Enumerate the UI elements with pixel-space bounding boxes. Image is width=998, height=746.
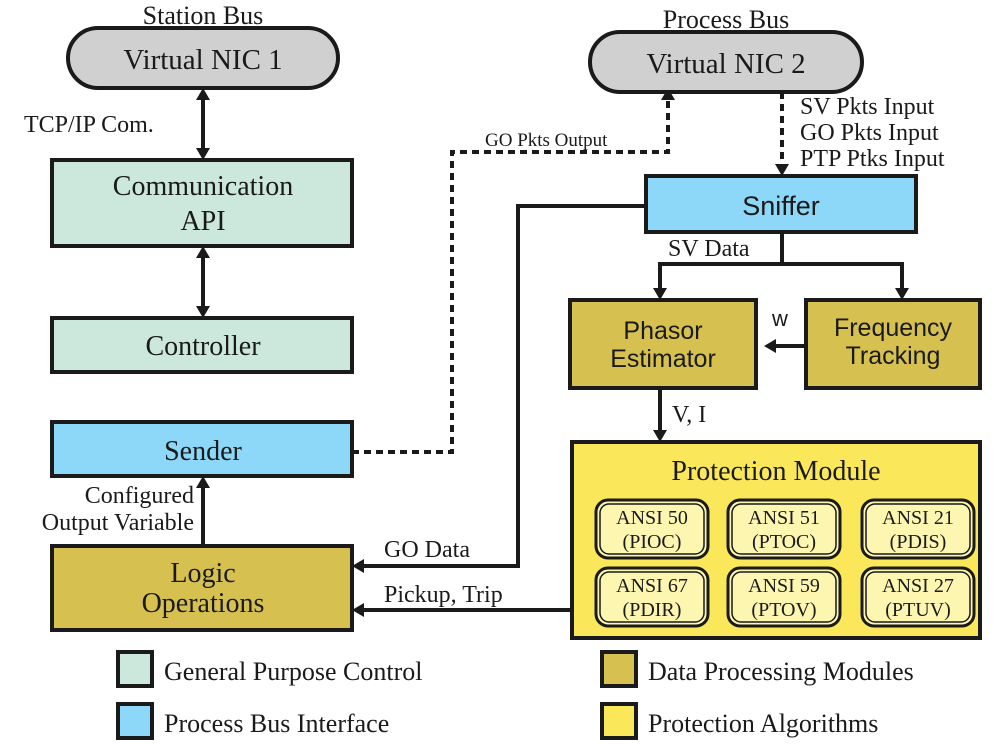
station-bus-header: Station Bus (143, 1, 264, 30)
virtual-nic-1-label: Virtual NIC 1 (123, 44, 282, 76)
connections (196, 88, 909, 617)
sv-data-label: SV Data (668, 236, 750, 262)
arrowhead-down-frequency (895, 288, 909, 300)
virtual-nic-2: Virtual NIC 2 (588, 30, 864, 94)
legend-swatch (116, 650, 154, 688)
go-data-link (362, 204, 646, 568)
protection-function-ansi-21: ANSI 21(PDIS) (860, 498, 976, 560)
legend: General Purpose Control Data Processing … (116, 650, 914, 740)
arrowhead-down-protection (653, 430, 667, 442)
protection-function-ansi-51: ANSI 51(PTOC) (726, 498, 842, 560)
arrowhead-down-sniffer (775, 164, 789, 176)
protection-function-ansi-59: ANSI 59(PTOV) (726, 566, 842, 628)
ansi-code-label: ANSI 21 (882, 507, 954, 529)
communication-api-block: Communication API (50, 158, 354, 248)
arrowhead-down-phasor (653, 288, 667, 300)
logical-node-label: (PTUV) (885, 599, 951, 621)
logical-node-label: (PIOC) (623, 531, 682, 553)
legend-label: Process Bus Interface (164, 709, 389, 738)
w-label: w (771, 306, 788, 331)
legend-swatch (600, 650, 638, 688)
protection-module-block: Protection Module ANSI 50(PIOC)ANSI 51(P… (570, 440, 982, 640)
arrowhead-down-controller (196, 306, 210, 318)
go-pkts-output-label: GO Pkts Output (485, 130, 608, 151)
sniffer-label: Sniffer (742, 191, 820, 221)
phasor-estimator-block: Phasor Estimator (568, 298, 758, 390)
go-data-label: GO Data (384, 537, 470, 563)
protection-function-ansi-50: ANSI 50(PIOC) (594, 498, 710, 560)
legend-label: Protection Algorithms (648, 709, 878, 738)
logic-operations-label-line1: Logic (170, 558, 235, 589)
sv-pkts-input-label: SV Pkts Input (800, 94, 935, 120)
go-pkts-output-link (352, 98, 670, 454)
legend-item-general-purpose-control: General Purpose Control (116, 650, 423, 688)
frequency-tracking-label-line1: Frequency (834, 314, 953, 342)
controller-block: Controller (50, 316, 354, 374)
phasor-estimator-label-line2: Estimator (610, 345, 716, 373)
arrowhead-up-nic1 (196, 88, 210, 100)
communication-api-label-line1: Communication (113, 171, 293, 202)
legend-swatch (116, 702, 154, 740)
legend-item-process-bus-interface: Process Bus Interface (116, 702, 389, 740)
frequency-tracking-block: Frequency Tracking (804, 298, 982, 390)
controller-label: Controller (145, 331, 261, 362)
sv-data-link-frequency (782, 262, 904, 290)
arrowhead-down-comm-api (196, 148, 210, 160)
configured-label-line2: Output Variable (42, 510, 194, 536)
configured-label-line1: Configured (85, 483, 194, 509)
pickup-trip-label: Pickup, Trip (384, 582, 503, 608)
logic-operations-block: Logic Operations (50, 544, 354, 632)
protection-function-ansi-27: ANSI 27(PTUV) (860, 566, 976, 628)
ansi-code-label: ANSI 59 (748, 575, 820, 597)
ptp-pkts-input-label: PTP Ptks Input (800, 146, 945, 172)
ansi-code-label: ANSI 51 (748, 507, 820, 529)
frequency-tracking-label-line2: Tracking (846, 342, 941, 370)
arrowhead-up-comm-api (196, 246, 210, 258)
virtual-nic-2-label: Virtual NIC 2 (646, 48, 805, 80)
protection-module-title: Protection Module (671, 456, 880, 487)
logic-operations-label-line2: Operations (142, 588, 265, 619)
vi-label: V, I (672, 402, 706, 428)
legend-label: Data Processing Modules (648, 657, 914, 686)
process-bus-header: Process Bus (663, 5, 789, 34)
sender-block: Sender (50, 420, 354, 478)
legend-item-data-processing-modules: Data Processing Modules (600, 650, 914, 688)
arrowhead-up-sender (196, 476, 210, 488)
tcpip-label: TCP/IP Com. (24, 112, 154, 138)
arrowhead-left-phasor (764, 339, 776, 353)
arrowhead-left-go-data (352, 559, 364, 573)
ansi-code-label: ANSI 50 (616, 507, 688, 529)
logical-node-label: (PTOV) (751, 599, 816, 621)
protection-functions: ANSI 50(PIOC)ANSI 51(PTOC)ANSI 21(PDIS)A… (594, 498, 976, 628)
sniffer-block: Sniffer (644, 174, 918, 234)
sv-data-link-phasor (658, 232, 784, 290)
go-pkts-input-label: GO Pkts Input (800, 120, 939, 146)
legend-swatch (600, 702, 638, 740)
communication-api-label-line2: API (180, 206, 225, 237)
sender-label: Sender (164, 436, 242, 467)
ansi-code-label: ANSI 67 (616, 575, 688, 597)
logical-node-label: (PTOC) (752, 531, 816, 553)
ansi-code-label: ANSI 27 (882, 575, 954, 597)
legend-label: General Purpose Control (164, 657, 423, 686)
phasor-estimator-label-line1: Phasor (623, 317, 702, 345)
logical-node-label: (PDIS) (890, 531, 947, 553)
virtual-nic-1: Virtual NIC 1 (66, 26, 340, 90)
protection-function-ansi-67: ANSI 67(PDIR) (594, 566, 710, 628)
arrowhead-left-pickup-trip (352, 603, 364, 617)
logical-node-label: (PDIR) (623, 599, 682, 621)
legend-item-protection-algorithms: Protection Algorithms (600, 702, 878, 740)
